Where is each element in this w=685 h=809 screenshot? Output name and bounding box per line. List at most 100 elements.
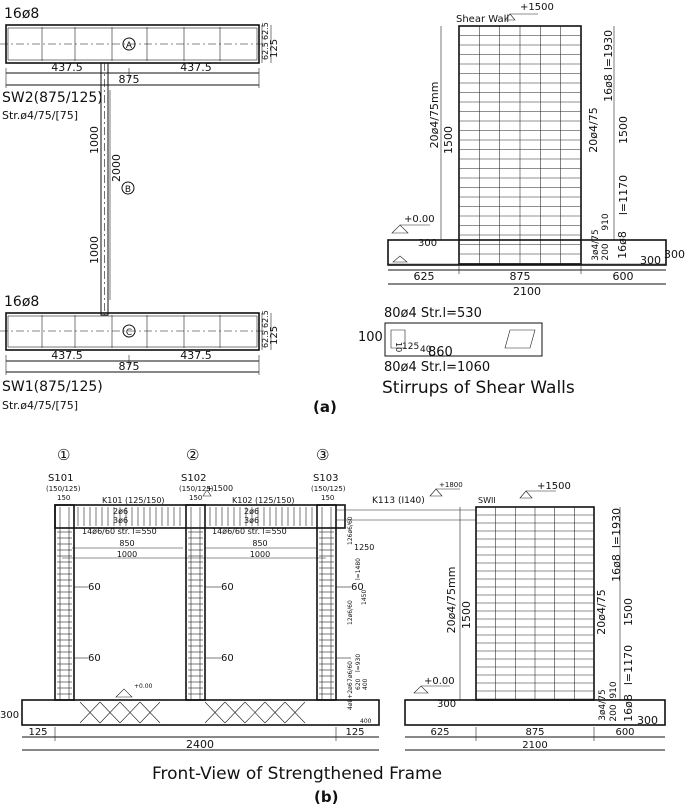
sw2-elev-stirrups: 20ø4/75: [595, 589, 608, 634]
frame-foundation: [21, 699, 380, 726]
sw2-side-dim-3: 125: [269, 39, 280, 58]
sw2-elev-base: 300: [437, 699, 456, 710]
elev-dim-875: 875: [510, 270, 531, 283]
sw1-stirrup: Str.ø4/75/[75]: [2, 399, 78, 412]
sw1-dim-left: 437.5: [51, 349, 83, 362]
sw2-elev-dim-total: 2100: [522, 740, 547, 751]
beam-k101-top: 2ø6: [113, 507, 128, 516]
elev-right-1500: 1500: [617, 116, 630, 144]
sw2-elev-16o8-top: 16ø8: [610, 554, 623, 582]
sw2-elev-16o8-bot: 16ø8: [622, 694, 635, 722]
elev-right-l1170: l=1170: [617, 175, 630, 215]
sw2-bar-label: 16ø8: [4, 6, 39, 22]
stirrup-small-c: 10: [394, 342, 403, 352]
frame-title: Front-View of Strengthened Frame: [152, 764, 442, 784]
frame-level-top-right: +1800: [439, 481, 463, 489]
beam-k102-span: 1000: [250, 550, 270, 559]
frame-shear-wall: SWII +1500 +0.00 300 20ø4/75mm 1500 l=19…: [404, 481, 666, 751]
sw2-dim-left: 437.5: [51, 61, 83, 74]
elev-right-16o8-top: 16ø8: [602, 74, 615, 102]
stirrup-line2: 80ø4 Str.l=1060: [384, 360, 490, 375]
col-s101-width: 150: [57, 494, 70, 502]
elev-ground-level: +0.00: [404, 214, 435, 225]
beam-k102-name: K102 (125/150): [232, 496, 295, 505]
sw2-name: SW2(875/125): [2, 90, 103, 106]
elev-right-200: 200: [601, 243, 611, 260]
beam-k101-span: 1000: [117, 550, 137, 559]
foundation-diagonal: [284, 701, 306, 724]
sw1-name: SW1(875/125): [2, 379, 103, 395]
column-s103: [316, 504, 337, 701]
col-s103-width: 150: [321, 494, 334, 502]
beam-k101-stirrups: 14ø6/60 str. l=550: [82, 527, 157, 536]
sw2-dim-total: 875: [119, 73, 140, 86]
elev-dim-625: 625: [414, 270, 435, 283]
elev-right-16o8-bot: 16ø8: [616, 231, 629, 259]
col-label-126: 126ø6/60: [347, 516, 354, 545]
col-s101-name: S101: [48, 473, 73, 484]
axis-c-bubble: [122, 324, 136, 338]
axis-b-bubble: [121, 181, 135, 195]
sw2-elev-ground: +0.00: [424, 676, 455, 687]
frame-front-view: ① ② ③ S101 (150/125) 150 S102 (150/125) …: [0, 446, 476, 751]
col-label-400: 400: [362, 678, 369, 690]
frame-dim-right: 125: [345, 727, 364, 738]
beam-k102-stirrups: 14ø6/60 str. l=550: [212, 527, 287, 536]
frame-footing-level: +0.00: [134, 683, 153, 690]
foundation-diagonal: [139, 701, 161, 724]
sw2-elev-l1930: l=1930: [610, 508, 623, 548]
col-label-1450: 1450: [361, 590, 368, 605]
column-s101: [54, 504, 75, 701]
stirrup-detail: 80ø4 Str.l=530 100 10 125 40 860 80ø4 St…: [358, 306, 575, 398]
column-s102: [185, 504, 206, 701]
sw2-side-dim-1: 62.5: [261, 42, 270, 60]
column-ties: [57, 507, 334, 700]
plan-shear-walls: 16ø8 A 62.5 62.5 125 437.5 437.5 875 SW2…: [0, 6, 280, 412]
col-label-l1480: l=1480: [355, 558, 362, 580]
shear-wall-elevation: Shear Wall +1500 +0.00 300 20ø4/75mm 150…: [387, 2, 685, 298]
sw2-elev-l1170: l=1170: [622, 645, 635, 685]
tie-label-2: 60: [88, 653, 101, 664]
sw2-elev-300: 300: [637, 714, 658, 727]
sw2-elev-top-level: +1500: [537, 481, 571, 492]
beam-k102-top: 2ø6: [244, 507, 259, 516]
sw2-stirrup: Str.ø4/75/[75]: [2, 109, 78, 122]
col-s103-size: (150/125): [311, 485, 346, 493]
col-label-7o6: 7ø6/60: [347, 661, 354, 682]
tie-label-3: 60: [221, 582, 234, 593]
beam-k101-name: K101 (125/150): [102, 496, 165, 505]
elev-wall-grid: [459, 26, 581, 264]
elev-vert-dim: 1500: [442, 126, 455, 154]
beam-k113: K113 (I140): [372, 496, 425, 506]
foundation-diagonal: [119, 701, 141, 724]
col-s102-size: (150/125): [179, 485, 214, 493]
tie-label-5: 60: [351, 582, 364, 593]
col-s102-name: S102: [181, 473, 206, 484]
sw2-elev-910: 910: [609, 681, 619, 698]
elev-title: Shear Wall: [456, 14, 509, 25]
sw2-elev-foundation: [404, 699, 666, 726]
col-label-620: 620: [355, 678, 362, 690]
tie-label-1: 60: [88, 582, 101, 593]
sw1-side-dim-2: 62.5: [261, 310, 270, 328]
beam-k102-bot: 3ø6: [244, 516, 259, 525]
sw1-outline: [5, 312, 260, 351]
stirrup-title: Stirrups of Shear Walls: [382, 378, 575, 398]
sw2-dim-right: 437.5: [180, 61, 212, 74]
foundation-diagonal: [264, 701, 286, 724]
col-s102-width: 150: [189, 494, 202, 502]
frame-dim-left: 125: [28, 727, 47, 738]
sw2-elev-grid: [476, 507, 594, 700]
axis-1-marker: ①: [57, 446, 70, 464]
elev-top-level: +1500: [520, 2, 554, 13]
axis-2-marker: ②: [186, 446, 199, 464]
col-s103-name: S103: [313, 473, 338, 484]
tie-label-4: 60: [221, 653, 234, 664]
sw1-bar-label: 16ø8: [4, 294, 39, 310]
elev-dim-total: 2100: [513, 285, 541, 298]
elev-base-height: 300: [418, 238, 437, 249]
stirrup-height: 100: [358, 330, 383, 345]
foundation-diagonal: [244, 701, 266, 724]
sw1-stirrups: [7, 315, 258, 348]
sw1-side-dim-3: 125: [269, 326, 280, 345]
